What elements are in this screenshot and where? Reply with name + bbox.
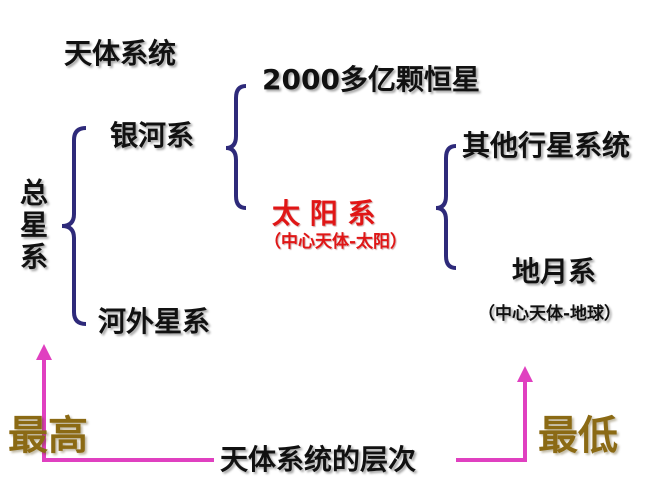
highest-label: 最高 <box>8 413 88 459</box>
other-planets-label: 其他行星系统 <box>462 129 631 162</box>
solar-system-label: 太 阳 系 <box>272 197 376 230</box>
brace-total-galaxy <box>61 126 87 326</box>
lowest-label: 最低 <box>538 413 618 459</box>
earth-center-note: （中心天体-地球） <box>478 304 622 324</box>
brace-milky-way <box>225 84 247 210</box>
brace-solar-system <box>435 144 457 270</box>
solar-center-note: （中心天体-太阳） <box>264 232 408 252</box>
arrow-head-right <box>517 366 533 382</box>
stars-label: 2000多亿颗恒星 <box>262 63 480 96</box>
hierarchy-arrow <box>42 358 527 462</box>
title: 天体系统 <box>64 37 177 70</box>
milky-way-label: 银河系 <box>110 119 195 152</box>
earth-moon-label: 地月系 <box>512 255 597 288</box>
hierarchy-caption: 天体系统的层次 <box>220 443 417 476</box>
total-galaxy-label: 总星系 <box>16 178 49 274</box>
extragalactic-label: 河外星系 <box>98 305 211 338</box>
arrow-head-left <box>36 344 52 360</box>
